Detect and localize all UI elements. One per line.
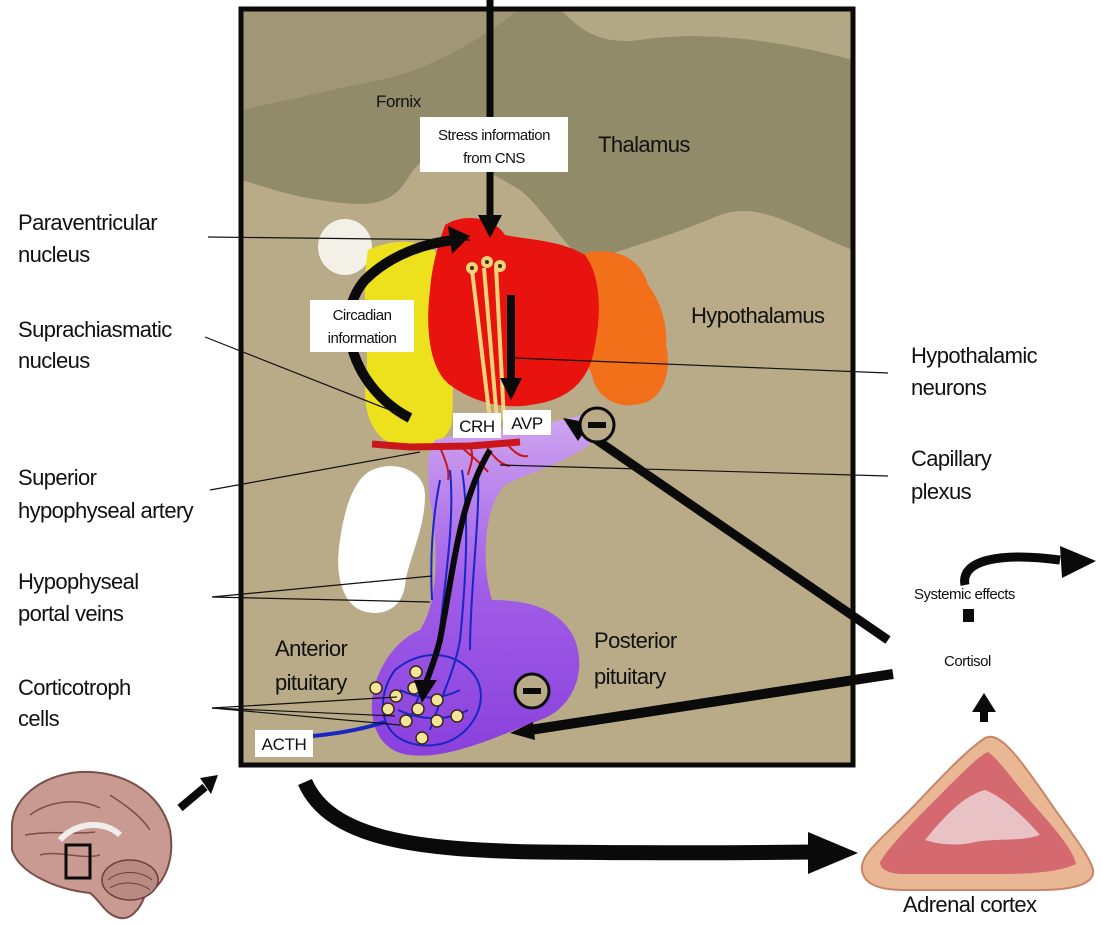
acth-box: ACTH <box>255 730 313 757</box>
acth-to-adrenal-arrow <box>305 782 815 853</box>
adrenal-cortex-label: Adrenal cortex <box>903 892 1037 917</box>
stress-information-label-line1: Stress information <box>438 127 550 144</box>
systemic-effects-arrow <box>965 557 1060 585</box>
negative-feedback-symbol-pituitary <box>515 674 549 708</box>
superior-artery-label-line1: Superior <box>18 465 97 490</box>
cortisol-label: Cortisol <box>944 653 991 670</box>
corticotroph-label-line2: cells <box>18 706 60 731</box>
crh-box: CRH <box>453 413 501 438</box>
adrenal-cortex-drawing <box>862 737 1093 890</box>
suprachiasmatic-label-line1: Suprachiasmatic <box>18 317 172 342</box>
circadian-label-line1: Circadian <box>333 307 392 324</box>
anterior-pituitary-label-line1: Anterior <box>275 636 348 661</box>
capillary-plexus-label-line1: Capillary <box>911 446 992 471</box>
adrenal-to-cortisol-arrowhead <box>972 693 996 712</box>
posterior-pituitary-label-line2: pituitary <box>594 664 666 689</box>
hypothalamic-neurons-label-line1: Hypothalamic <box>911 343 1038 368</box>
fornix-label: Fornix <box>376 92 422 111</box>
acth-to-adrenal-arrowhead <box>808 832 858 874</box>
brain-thumbnail-arrow <box>180 787 205 808</box>
paraventricular-label-line2: nucleus <box>18 242 90 267</box>
stress-information-label-line2: from CNS <box>463 150 525 167</box>
capillary-plexus-label-line2: plexus <box>911 479 972 504</box>
superior-artery-label-line2: hypophyseal artery <box>18 498 194 523</box>
hypothalamic-neurons-label-line2: neurons <box>911 375 987 400</box>
white-circle-structure <box>318 219 372 275</box>
circadian-information-box: Circadian information <box>310 300 414 352</box>
circadian-label-line2: information <box>328 330 397 347</box>
portal-veins-label-line1: Hypophyseal <box>18 569 139 594</box>
corticotroph-label-line1: Corticotroph <box>18 675 131 700</box>
thalamus-label: Thalamus <box>598 132 690 157</box>
avp-box: AVP <box>503 410 551 435</box>
anterior-pituitary-label-line2: pituitary <box>275 670 347 695</box>
hypothalamus-label: Hypothalamus <box>691 303 825 328</box>
posterior-pituitary-label-line1: Posterior <box>594 628 677 653</box>
systemic-effects-label: Systemic effects <box>914 586 1015 603</box>
paraventricular-label-line1: Paraventricular <box>18 210 157 235</box>
suprachiasmatic-label-line2: nucleus <box>18 348 90 373</box>
brain-sagittal-thumbnail <box>12 772 171 918</box>
portal-veins-label-line2: portal veins <box>18 601 124 626</box>
negative-feedback-symbol-hypothalamus <box>580 408 614 442</box>
avp-label: AVP <box>511 414 543 433</box>
acth-label: ACTH <box>262 735 307 754</box>
systemic-effects-arrow-tail <box>963 609 974 622</box>
crh-label: CRH <box>459 417 495 436</box>
systemic-effects-arrowhead <box>1060 546 1096 578</box>
stress-information-box: Stress information from CNS <box>420 117 568 172</box>
